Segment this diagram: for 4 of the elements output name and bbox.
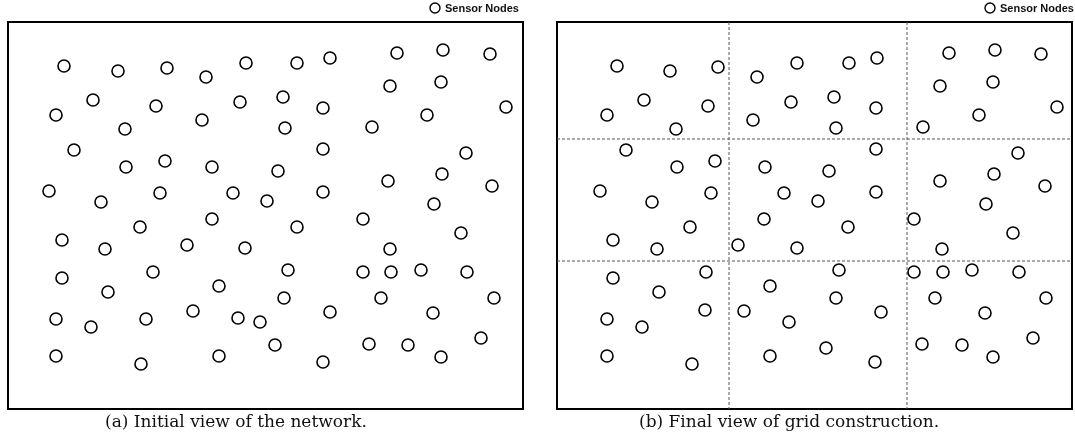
figure-caption: (a) Initial view of the network. [105,411,367,431]
legend-label: Sensor Nodes [1000,2,1074,14]
figure-caption: (b) Final view of grid construction. [639,411,940,431]
legend-label: Sensor Nodes [445,2,519,14]
